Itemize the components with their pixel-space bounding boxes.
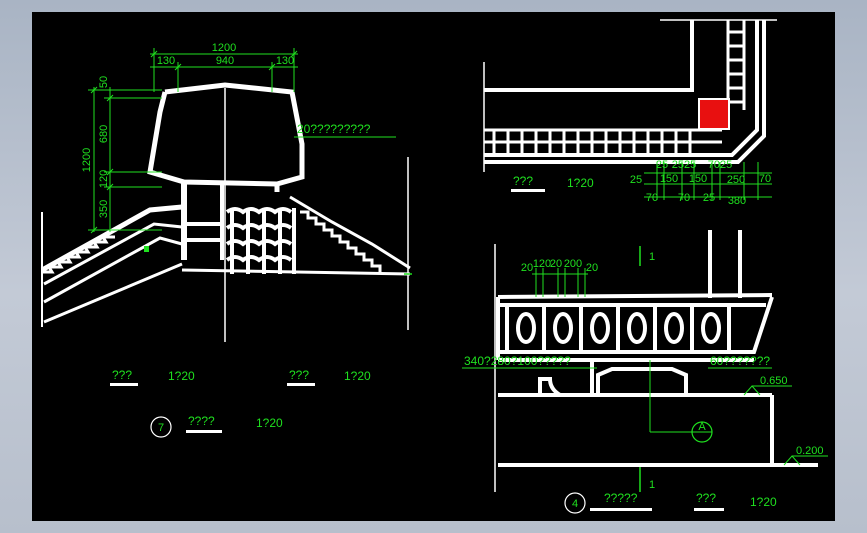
- dim-height-lower: 350: [98, 200, 110, 218]
- elev-caption-title: ?????: [604, 491, 638, 505]
- roof-tiles-right: [181, 195, 411, 276]
- elevation-top-dimensions: [532, 268, 588, 297]
- view-number-circle-4: [564, 492, 586, 514]
- cad-drawing: 1200 130 940 130 1200 50 680 120 350 20?…: [40, 19, 828, 514]
- caption-2-scale: 1?20: [344, 369, 371, 383]
- view-number-7: 7: [158, 422, 164, 434]
- railing-balusters-vertical: [726, 20, 746, 110]
- plan-dim-top-1: 25: [656, 159, 668, 171]
- dim-overall-height: 1200: [81, 148, 93, 172]
- level-marker-1: [743, 385, 792, 396]
- dim-height-top: 50: [98, 76, 110, 88]
- plan-caption-scale: 1?20: [567, 176, 594, 190]
- insertion-point-marker: [144, 246, 149, 252]
- section-mark-bottom: 1: [649, 479, 655, 491]
- plan-dim-mid-5: 70: [759, 173, 771, 185]
- railing-balustrade: [496, 230, 774, 362]
- note-left: 340?280?100?????: [464, 354, 571, 368]
- plan-dimension-lines: [644, 162, 772, 200]
- note-right: 60???????: [710, 354, 770, 368]
- caption-1-underline: [110, 383, 138, 386]
- view-number-4: 4: [572, 498, 578, 510]
- railing-corner-outline: [484, 20, 766, 164]
- caption-3-underline: [186, 430, 222, 433]
- view-number-circle-7: [150, 416, 172, 438]
- elev-caption-underline-2: [694, 508, 724, 511]
- caption-3-title: ????: [188, 414, 215, 428]
- leader-note: 20?????????: [297, 122, 371, 136]
- plan-dim-mid-4: 250: [727, 174, 745, 186]
- caption-3-scale: 1?20: [256, 416, 283, 430]
- railing-elevation-view: 1 1: [462, 230, 828, 514]
- elev-dim-3: 20: [550, 258, 562, 270]
- level-marker-2: [783, 455, 828, 466]
- dim-height-upper: 680: [98, 125, 110, 143]
- plan-dim-mid-2: 150: [660, 173, 678, 185]
- roof-slope-left: [40, 204, 183, 327]
- elev-dim-1: 20: [521, 262, 533, 274]
- elev-dim-2: 120: [533, 258, 551, 270]
- cad-drawing-canvas: 1200 130 940 130 1200 50 680 120 350 20?…: [32, 12, 835, 521]
- ridge-cap-ornament: [147, 82, 305, 260]
- elev-caption-scale: 1?20: [750, 495, 777, 509]
- caption-2-title: ???: [289, 368, 309, 382]
- caption-1-scale: 1?20: [168, 369, 195, 383]
- plan-dim-mid-1: 25: [630, 174, 642, 186]
- caption-2-underline: [287, 383, 315, 386]
- plan-caption-title: ???: [513, 174, 533, 188]
- plan-dim-mid-3: 150: [689, 173, 707, 185]
- plan-dim-bottom-4: 380: [728, 195, 746, 207]
- corner-post-highlight: [698, 98, 730, 130]
- railing-plinth: [498, 362, 818, 467]
- section-tag-letter: A: [698, 421, 706, 433]
- level-2-value: 0.200: [796, 445, 824, 457]
- plan-caption-underline: [511, 189, 545, 192]
- left-elevation-view: 1200 130 940 130 1200 50 680 120 350 20?…: [40, 42, 412, 438]
- railing-balusters-horizontal: [484, 128, 722, 155]
- dim-height-mid: 120: [98, 170, 110, 188]
- dim-width-middle: 940: [216, 55, 234, 67]
- vertical-dimensions: [88, 86, 162, 234]
- elev-dim-5: 20: [586, 262, 598, 274]
- railing-plan-view: 25 2525 7025 25 150 150 250 70 70 70 25 …: [483, 19, 777, 207]
- elev-caption-underline: [590, 508, 652, 511]
- section-mark-top: 1: [649, 251, 655, 263]
- plan-dim-top-3: 7025: [708, 159, 732, 171]
- dim-width-right: 130: [276, 55, 294, 67]
- elev-dim-4: 200: [564, 258, 582, 270]
- caption-1-title: ???: [112, 368, 132, 382]
- plan-dim-top-2: 2525: [672, 159, 696, 171]
- level-1-value: 0.650: [760, 375, 788, 387]
- elev-caption-title-2: ???: [696, 491, 716, 505]
- plan-dim-bottom-3: 25: [703, 192, 715, 204]
- plan-dim-bottom-2: 70: [678, 192, 690, 204]
- dim-width-left: 130: [157, 55, 175, 67]
- dim-overall-width: 1200: [212, 42, 236, 54]
- horizontal-dimensions: [150, 48, 298, 92]
- plan-dim-bottom-1: 70: [646, 192, 658, 204]
